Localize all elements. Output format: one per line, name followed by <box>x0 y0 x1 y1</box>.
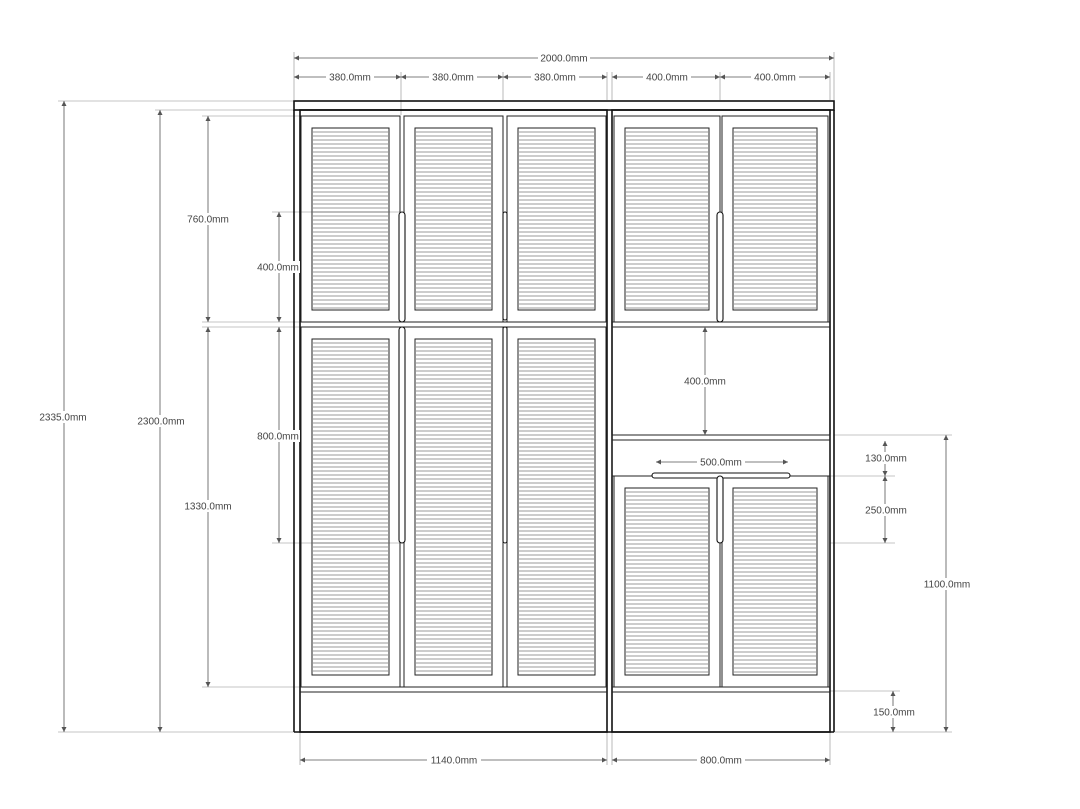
door-lower-right-a <box>613 475 721 688</box>
drawer-front <box>611 434 831 477</box>
label-total-height-outer: 2335.0mm <box>39 413 86 424</box>
door-upper-right-b <box>721 115 829 323</box>
door-lower-right <box>506 326 607 688</box>
label-open-shelf-height: 400.0mm <box>684 377 726 388</box>
wardrobe-structure <box>293 100 835 733</box>
upper-left-handle <box>398 211 406 323</box>
label-door-width-3: 380.0mm <box>534 73 576 84</box>
label-left-unit-width: 1140.0mm <box>431 756 478 767</box>
door-upper-right-a <box>613 115 721 323</box>
upper-right-handle <box>716 211 724 323</box>
label-upper-section-height: 760.0mm <box>187 215 229 226</box>
label-right-unit-width: 800.0mm <box>700 756 742 767</box>
lower-left-handle <box>398 326 406 544</box>
label-drawer-height: 130.0mm <box>865 454 907 465</box>
door-upper-center <box>403 115 504 323</box>
label-drawer-handle-width: 500.0mm <box>700 458 742 469</box>
label-lower-section-height: 1330.0mm <box>184 502 231 513</box>
door-lower-right-b <box>721 475 829 688</box>
label-backgrounds <box>36 52 974 766</box>
lower-mid-handle <box>502 326 508 544</box>
label-lower-handle-length: 800.0mm <box>257 432 299 443</box>
label-upper-handle-length: 400.0mm <box>257 263 299 274</box>
label-door-width-1: 380.0mm <box>329 73 371 84</box>
handles <box>398 211 791 544</box>
door-upper-left <box>300 115 401 323</box>
label-total-width: 2000.0mm <box>540 54 587 65</box>
dimension-labels: 2000.0mm 380.0mm 380.0mm 380.0mm 400.0mm… <box>39 54 970 767</box>
louvered-doors <box>300 115 829 688</box>
label-total-height-inner: 2300.0mm <box>137 417 184 428</box>
label-door-width-4: 400.0mm <box>646 73 688 84</box>
right-unit-body <box>611 109 831 733</box>
door-upper-right <box>506 115 607 323</box>
top-cornice <box>293 100 835 111</box>
left-unit-body <box>299 109 608 733</box>
door-lower-center <box>403 326 504 688</box>
label-right-lower-handle: 250.0mm <box>865 506 907 517</box>
upper-mid-handle <box>502 211 508 321</box>
label-door-width-5: 400.0mm <box>754 73 796 84</box>
door-lower-left <box>300 326 401 688</box>
label-right-lower-height: 1100.0mm <box>924 580 971 591</box>
lower-right-handle <box>716 475 724 544</box>
label-plinth-height: 150.0mm <box>873 708 915 719</box>
label-door-width-2: 380.0mm <box>432 73 474 84</box>
